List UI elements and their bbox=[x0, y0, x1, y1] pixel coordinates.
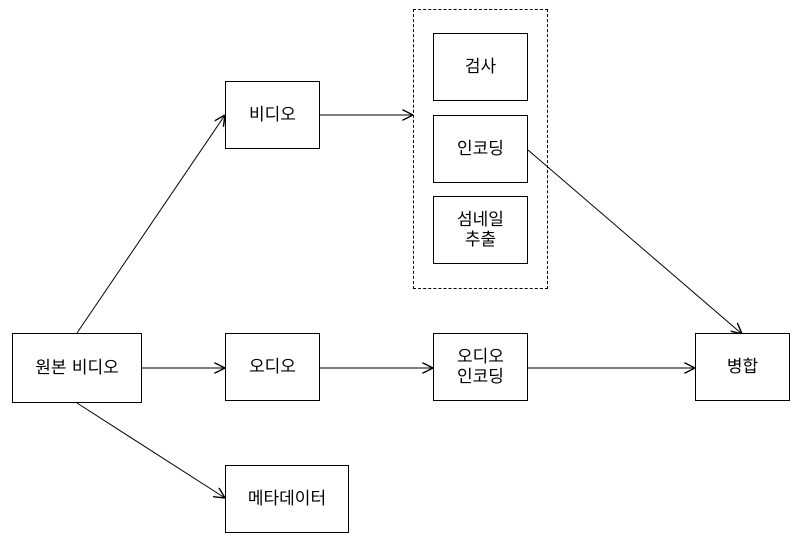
node-inspection: 검사 bbox=[433, 33, 528, 101]
edge-source-to-metadata bbox=[76, 402, 225, 498]
node-video: 비디오 bbox=[225, 81, 320, 149]
edge-source-to-video bbox=[76, 115, 225, 334]
node-merge: 병합 bbox=[695, 333, 790, 401]
video-processing-group bbox=[413, 9, 548, 289]
node-source-video: 원본 비디오 bbox=[12, 333, 142, 403]
node-audio-encoding: 오디오 인코딩 bbox=[433, 333, 528, 401]
node-encoding: 인코딩 bbox=[433, 115, 528, 183]
edge-encoding-to-merge bbox=[527, 149, 742, 334]
node-metadata: 메타데이터 bbox=[225, 465, 349, 533]
node-thumbnail-extraction: 섬네일 추출 bbox=[433, 196, 528, 264]
node-audio: 오디오 bbox=[225, 333, 320, 401]
